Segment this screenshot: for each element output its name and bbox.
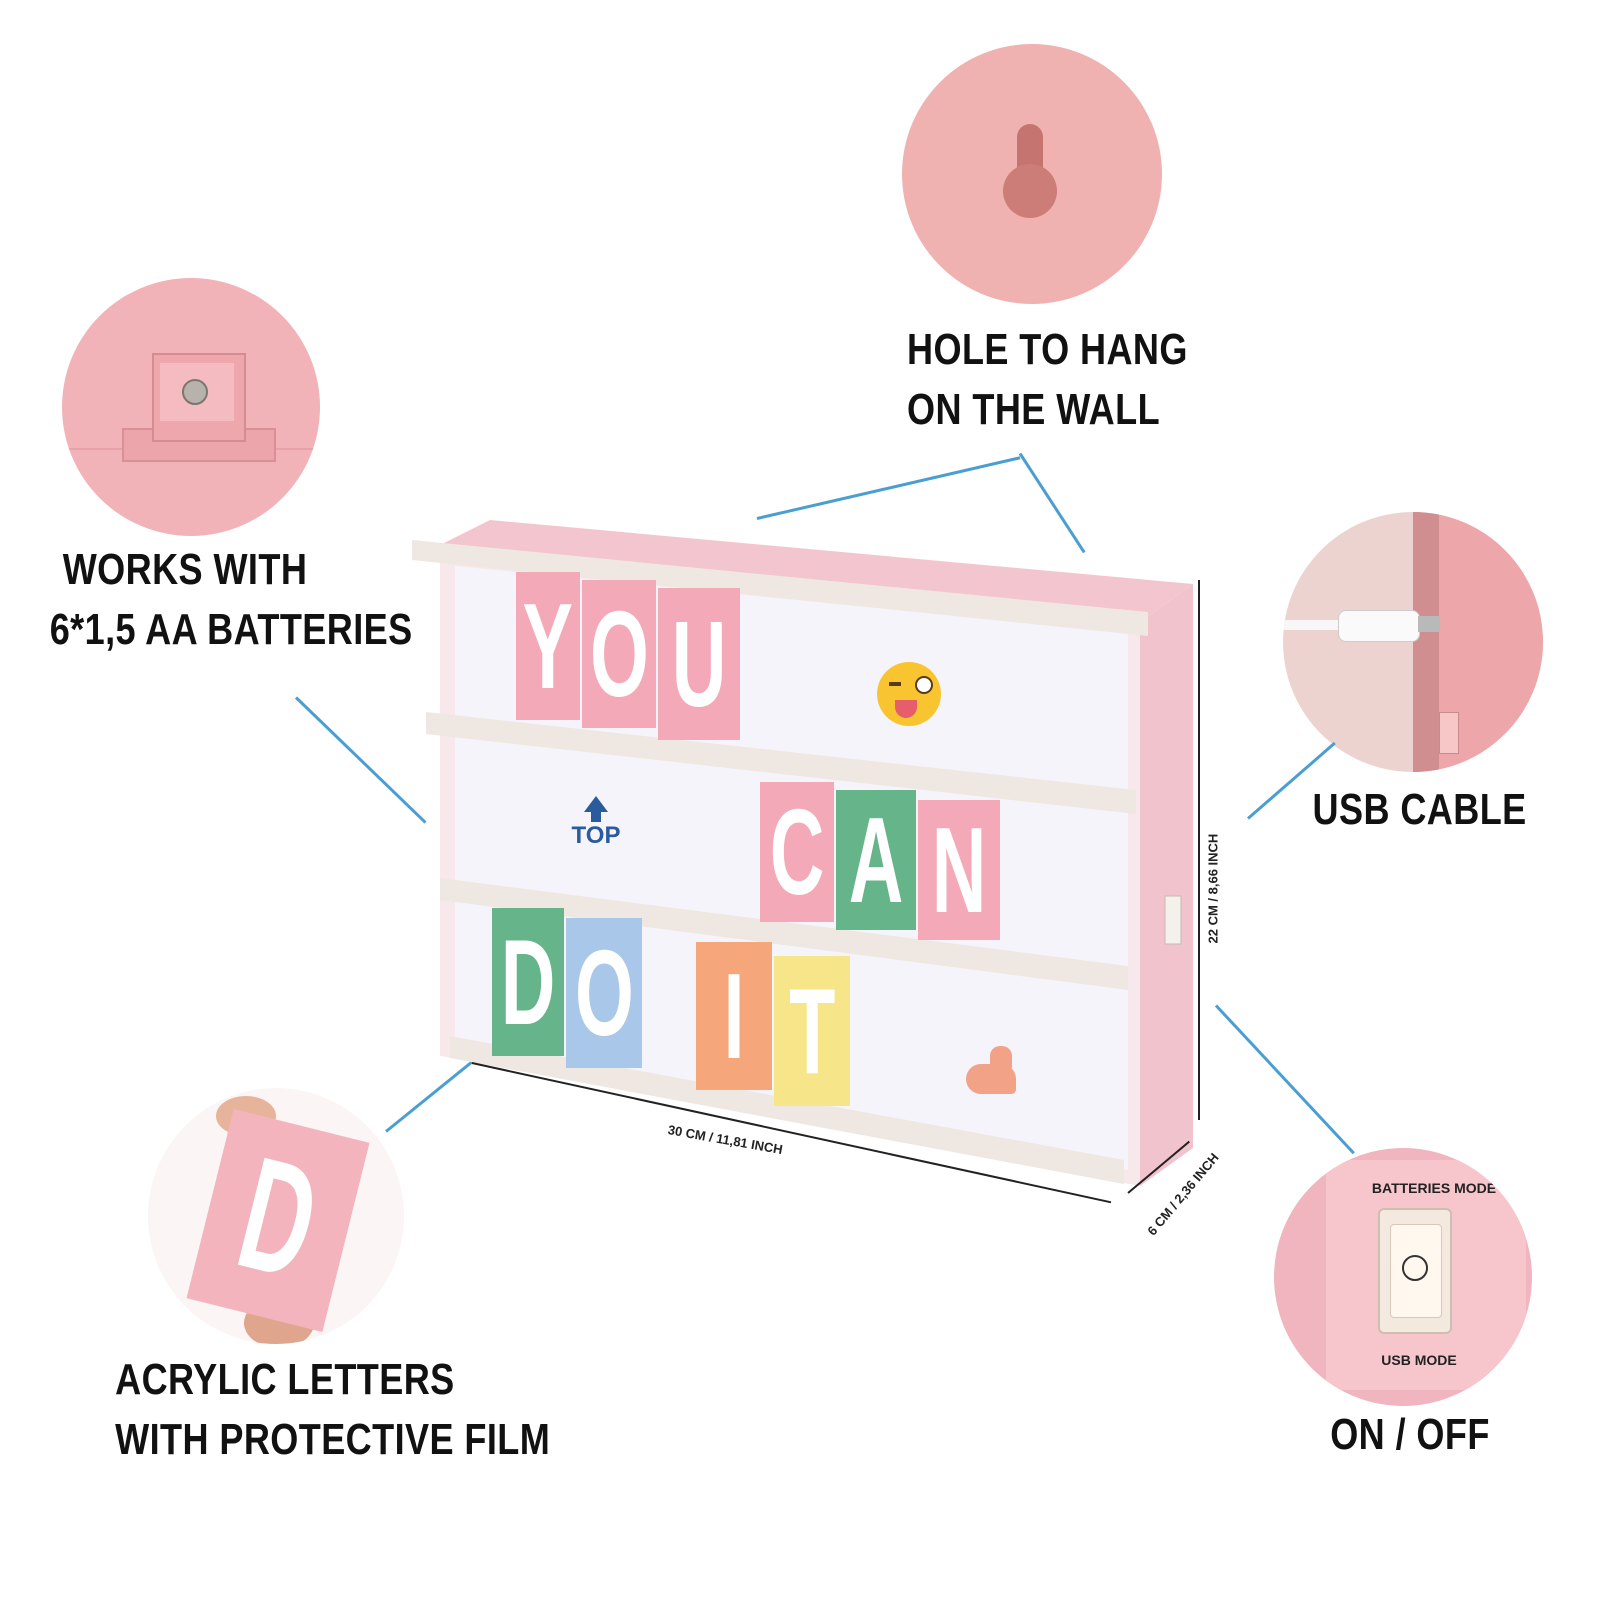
letter-tile: U bbox=[658, 588, 740, 740]
letter-tile: I bbox=[696, 942, 772, 1090]
letter-tile: A bbox=[836, 790, 916, 930]
cable-icon bbox=[1283, 620, 1343, 630]
top-card: TOP bbox=[566, 796, 626, 866]
usb-feature-label: USB CABLE bbox=[1312, 785, 1527, 834]
hole-closeup-image bbox=[902, 44, 1162, 304]
keyhole-icon bbox=[997, 124, 1063, 234]
letter-tile: N bbox=[918, 800, 1000, 940]
usb-cable-closeup-image bbox=[1283, 512, 1543, 772]
letter-tile: O bbox=[566, 918, 642, 1068]
letter-tile: O bbox=[582, 580, 656, 728]
muscle-emoji-icon bbox=[966, 1046, 1018, 1096]
battery-closeup-image bbox=[62, 278, 320, 536]
wink-emoji-icon bbox=[877, 662, 941, 726]
switch-closeup-image: BATTERIES MODE USB MODE bbox=[1274, 1148, 1532, 1406]
letter-tile: C bbox=[760, 782, 834, 922]
usb-mode-label: USB MODE bbox=[1381, 1352, 1457, 1368]
screw-icon bbox=[182, 379, 208, 405]
hole-feature-label: HOLE TO HANG ON THE WALL bbox=[907, 325, 1188, 434]
height-dimension-label: 22 CM / 8,66 INCH bbox=[1205, 833, 1221, 944]
up-arrow-icon bbox=[584, 796, 608, 812]
height-dimension-line bbox=[1198, 580, 1200, 1120]
power-switch-icon bbox=[1378, 1208, 1452, 1334]
letter-tile: D bbox=[492, 908, 564, 1056]
acrylic-letter-closeup-image: D bbox=[148, 1088, 404, 1344]
letter-tile: Y bbox=[516, 572, 580, 720]
switch-feature-label: ON / OFF bbox=[1330, 1410, 1490, 1459]
batteries-mode-label: BATTERIES MODE bbox=[1371, 1180, 1497, 1196]
letter-tile: T bbox=[774, 956, 850, 1106]
